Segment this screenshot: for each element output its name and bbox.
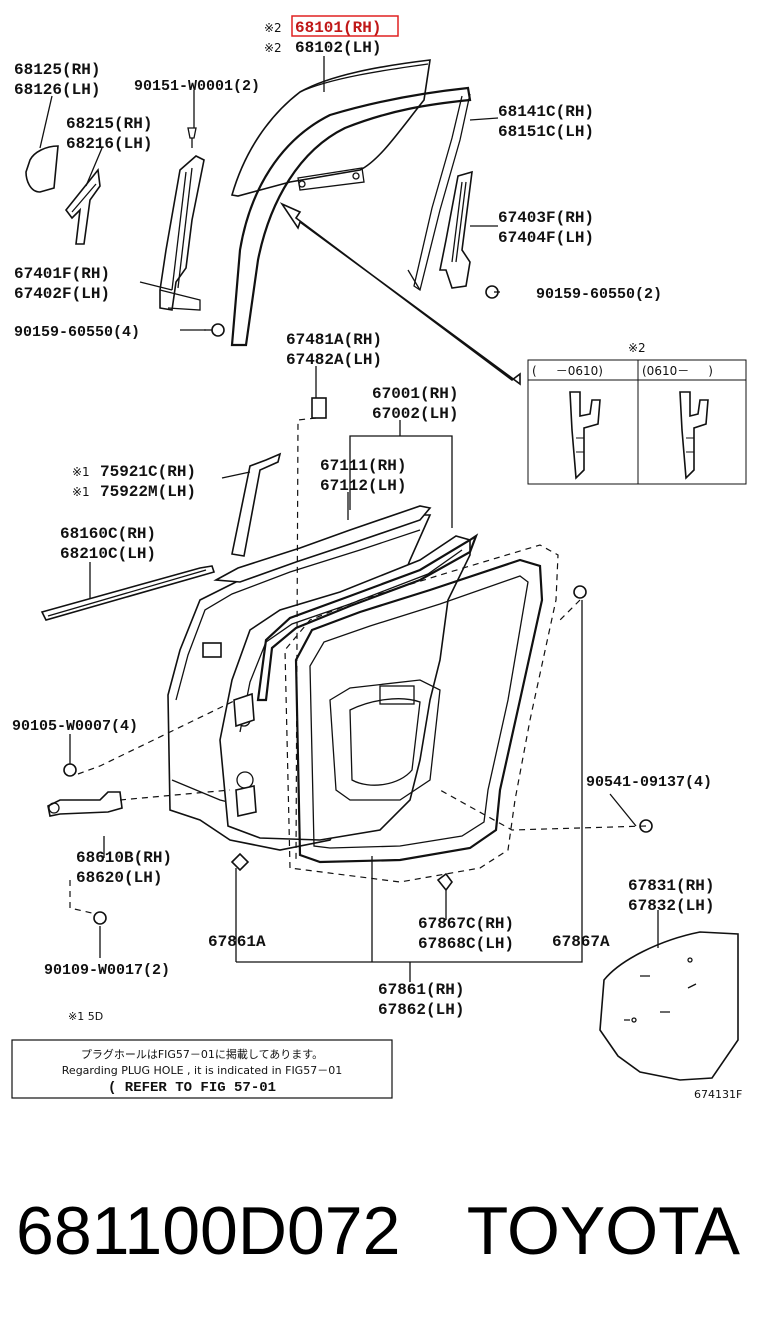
label-68210c[interactable]: 68210C(LH) [60, 545, 156, 563]
label-67481a[interactable]: 67481A(RH) [286, 331, 382, 349]
mark-1-second: ※1 [72, 485, 90, 499]
label-68610b[interactable]: 68610B(RH) [76, 849, 172, 867]
mark-2-second: ※2 [264, 41, 282, 55]
leader-lines [39, 56, 659, 982]
label-67831[interactable]: 67831(RH) [628, 877, 714, 895]
inset-left-header: ( －0610) [532, 364, 603, 378]
label-67111[interactable]: 67111(RH) [320, 457, 406, 475]
part-number: 681100D072 [16, 1193, 400, 1269]
label-68215[interactable]: 68215(RH) [66, 115, 152, 133]
corner-seal-drawing [64, 168, 101, 245]
label-67001[interactable]: 67001(RH) [372, 385, 458, 403]
door-shell-drawing [40, 397, 739, 1081]
corner-cover-drawing [25, 145, 59, 193]
division-bar-front-drawing [159, 155, 205, 311]
label-75922m[interactable]: 75922M(LH) [100, 483, 196, 501]
highlight-box [291, 15, 399, 37]
label-67861a[interactable]: 67861A [208, 933, 266, 951]
label-68160c[interactable]: 68160C(RH) [60, 525, 156, 543]
figure-code: 674131F [694, 1088, 742, 1101]
inset-right-header: (0610－ ) [642, 364, 713, 378]
mark-1-first: ※1 [72, 465, 90, 479]
notice-english: Regarding PLUG HOLE , it is indicated in… [62, 1064, 342, 1077]
clip-drawing [187, 127, 197, 148]
glass-run-drawing [230, 86, 472, 347]
inset-pointer-arrow [279, 202, 521, 386]
mark-2-top: ※2 [264, 21, 282, 35]
notice-japanese: プラグホールはFIG57－01に掲載してあります。 [81, 1047, 323, 1061]
label-68101[interactable]: 68101(RH) [295, 19, 381, 37]
label-67002[interactable]: 67002(LH) [372, 405, 458, 423]
notice-box: プラグホールはFIG57－01に掲載してあります。 Regarding PLUG… [11, 1039, 393, 1099]
label-68125[interactable]: 68125(RH) [14, 61, 100, 79]
inset-panel: ※2 ( －0610) (0610－ ) [527, 341, 747, 485]
door-glass-drawing [230, 59, 431, 197]
label-68620[interactable]: 68620(LH) [76, 869, 162, 887]
label-67867c[interactable]: 67867C(RH) [418, 915, 514, 933]
label-68141c[interactable]: 68141C(RH) [498, 103, 594, 121]
label-68126[interactable]: 68126(LH) [14, 81, 100, 99]
label-90159-rear[interactable]: 90159-60550(2) [536, 286, 662, 303]
label-90159-front[interactable]: 90159-60550(4) [14, 324, 140, 341]
division-bar-rear-drawing [439, 170, 473, 289]
bolt-drawings [204, 285, 499, 337]
inset-mark: ※2 [628, 341, 646, 355]
label-68216[interactable]: 68216(LH) [66, 135, 152, 153]
label-67112[interactable]: 67112(LH) [320, 477, 406, 495]
label-67403f[interactable]: 67403F(RH) [498, 209, 594, 227]
label-90541[interactable]: 90541-09137(4) [586, 774, 712, 791]
footnote: ※1 5D [68, 1010, 103, 1023]
label-68102[interactable]: 68102(LH) [295, 39, 381, 57]
label-68151c[interactable]: 68151C(LH) [498, 123, 594, 141]
part-labels: ※2 68101(RH) ※2 68102(LH) 68125(RH) 6812… [12, 15, 714, 1019]
label-67832[interactable]: 67832(LH) [628, 897, 714, 915]
label-75921c[interactable]: 75921C(RH) [100, 463, 196, 481]
label-67482a[interactable]: 67482A(LH) [286, 351, 382, 369]
label-90105[interactable]: 90105-W0007(4) [12, 718, 138, 735]
label-90109[interactable]: 90109-W0017(2) [44, 962, 170, 979]
label-67402f[interactable]: 67402F(LH) [14, 285, 110, 303]
brand-name: TOYOTA [467, 1193, 741, 1269]
label-67404f[interactable]: 67404F(LH) [498, 229, 594, 247]
label-67861[interactable]: 67861(RH) [378, 981, 464, 999]
notice-refer: ( REFER TO FIG 57-01 [108, 1080, 276, 1096]
label-67401f[interactable]: 67401F(RH) [14, 265, 110, 283]
label-67868c[interactable]: 67868C(LH) [418, 935, 514, 953]
label-67862[interactable]: 67862(LH) [378, 1001, 464, 1019]
label-67867a[interactable]: 67867A [552, 933, 610, 951]
label-90151[interactable]: 90151-W0001(2) [134, 78, 260, 95]
